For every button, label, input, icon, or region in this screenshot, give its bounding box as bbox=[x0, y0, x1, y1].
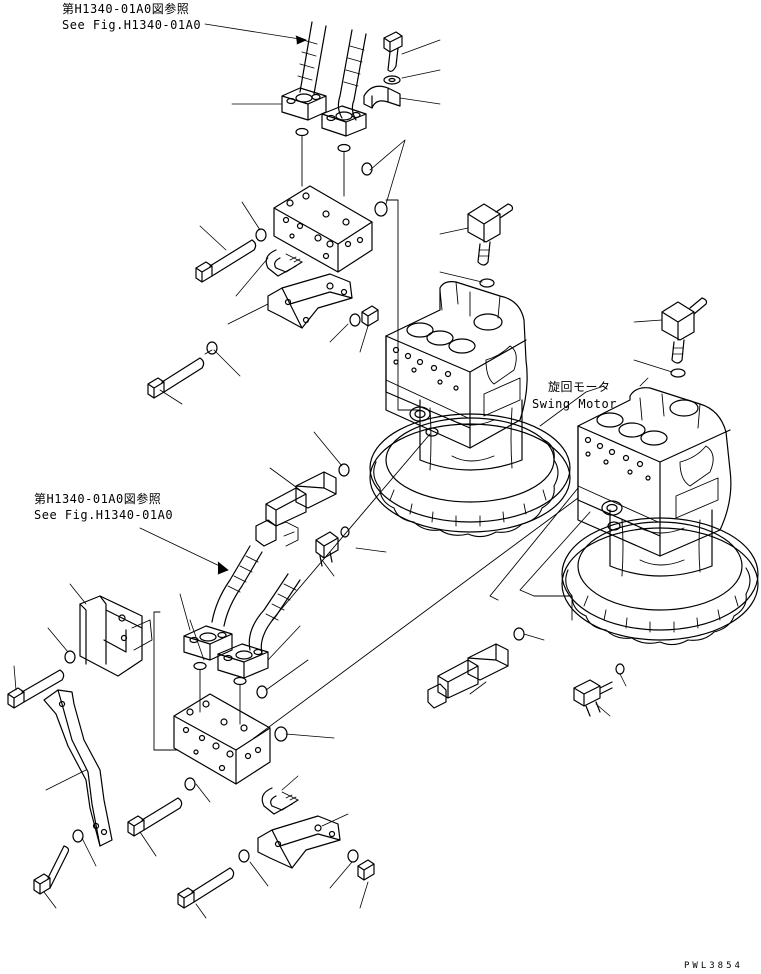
bracket-arm bbox=[44, 690, 112, 846]
hose-lower-right bbox=[249, 574, 300, 654]
u-bolt-upper bbox=[266, 250, 302, 276]
nut bbox=[362, 306, 378, 326]
hose-upper-left bbox=[298, 22, 326, 94]
bracket-upper bbox=[268, 274, 352, 328]
washer bbox=[65, 651, 75, 663]
bolt-long-mid bbox=[148, 358, 204, 398]
nut-lower bbox=[358, 860, 374, 880]
reference-label-mid-en: See Fig.H1340-01A0 bbox=[34, 508, 174, 522]
washer bbox=[185, 778, 195, 790]
bolt-lower-2 bbox=[34, 846, 69, 894]
u-bolt-lower bbox=[262, 788, 298, 814]
o-ring bbox=[275, 727, 287, 741]
flange-lower-right bbox=[218, 644, 268, 678]
o-ring bbox=[257, 686, 267, 698]
leader-line bbox=[154, 612, 178, 750]
mounting-plate bbox=[80, 596, 152, 676]
o-ring bbox=[362, 163, 372, 175]
leader-line bbox=[490, 488, 578, 600]
o-ring bbox=[341, 527, 349, 537]
o-ring bbox=[616, 664, 624, 674]
valve-block-upper bbox=[274, 186, 372, 272]
o-ring bbox=[338, 145, 350, 152]
o-ring bbox=[194, 663, 206, 670]
elbow-fitting-2 bbox=[662, 298, 707, 363]
leader-line bbox=[272, 434, 430, 620]
leader-line bbox=[200, 670, 240, 724]
elbow-small-lower bbox=[574, 680, 612, 716]
o-ring bbox=[234, 678, 246, 685]
washer-top bbox=[384, 76, 400, 84]
bolt-lower-1 bbox=[128, 798, 182, 836]
valve-block-lower bbox=[174, 694, 270, 784]
flange-upper-left bbox=[282, 88, 326, 120]
leader-line bbox=[386, 200, 420, 410]
check-valve-upper bbox=[256, 472, 336, 546]
o-ring bbox=[296, 129, 308, 136]
swing-motor-1 bbox=[370, 282, 570, 537]
elbow-fitting-1 bbox=[468, 204, 513, 265]
washer bbox=[239, 850, 249, 862]
swing-motor-label-jp: 旋回モータ bbox=[548, 380, 611, 394]
bolt-long-upper bbox=[196, 240, 256, 282]
flange-upper-right bbox=[322, 106, 366, 136]
flange-lower-left bbox=[184, 626, 232, 660]
elbow-small-upper bbox=[316, 532, 338, 566]
reference-label-top-en: See Fig.H1340-01A0 bbox=[62, 18, 202, 32]
washer bbox=[348, 850, 358, 862]
reference-label-mid-jp: 第H1340-01A0図参照 bbox=[34, 492, 162, 506]
drawing-code: PWL3854 bbox=[684, 961, 743, 971]
leader-line bbox=[520, 512, 590, 620]
bolt-top bbox=[384, 32, 402, 71]
check-valve-lower bbox=[428, 644, 508, 708]
bolt-lower-3 bbox=[178, 868, 234, 908]
swing-motor-2 bbox=[562, 388, 758, 645]
callout-lines bbox=[14, 24, 672, 918]
washer bbox=[350, 314, 360, 326]
o-ring bbox=[480, 279, 494, 287]
washer bbox=[256, 229, 266, 241]
bolt-long-lower-left bbox=[8, 670, 64, 708]
o-ring bbox=[375, 202, 387, 216]
clamp-top bbox=[364, 86, 400, 108]
o-ring bbox=[514, 628, 524, 640]
leader-line bbox=[302, 136, 344, 196]
o-ring bbox=[339, 464, 349, 476]
leader-line bbox=[254, 498, 578, 738]
washer bbox=[73, 830, 83, 842]
hose-lower-left bbox=[212, 546, 262, 626]
washer bbox=[207, 342, 217, 354]
reference-label-top-jp: 第H1340-01A0図参照 bbox=[62, 2, 190, 16]
swing-motor-label-en: Swing Motor bbox=[532, 397, 617, 411]
bracket-lower bbox=[258, 816, 340, 868]
o-ring bbox=[671, 369, 685, 377]
